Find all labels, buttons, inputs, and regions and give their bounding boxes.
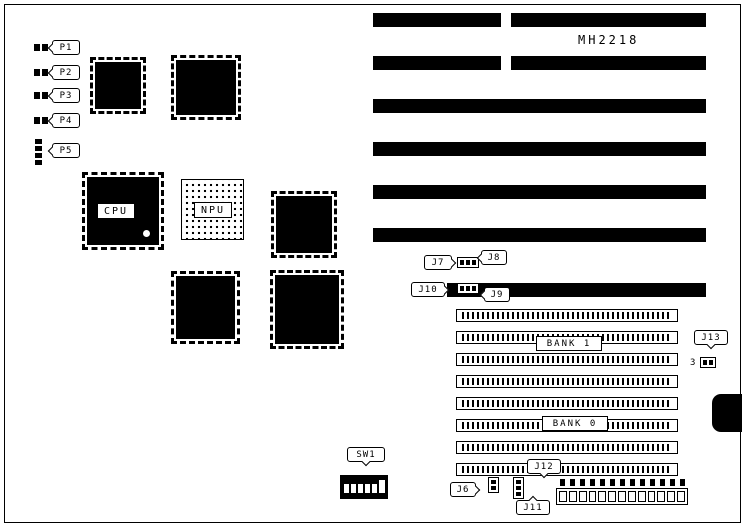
jumper-block-j12 <box>513 477 524 499</box>
jumper-block-j6 <box>488 477 499 493</box>
simm-socket <box>456 375 678 388</box>
p4-header-icon <box>34 117 48 124</box>
ic-chip <box>271 191 337 258</box>
isa-slot <box>373 142 706 156</box>
p3-label: P3 <box>52 88 80 103</box>
jumper-j12-label: J12 <box>527 459 561 474</box>
p1-label: P1 <box>52 40 80 55</box>
npu-label: NPU <box>194 202 232 218</box>
isa-slot <box>373 13 501 27</box>
ic-chip <box>90 57 146 114</box>
bottom-pin-connector <box>556 488 688 505</box>
simm-socket <box>456 309 678 322</box>
npu-socket: NPU <box>181 179 244 240</box>
jumper-block-j9-j10 <box>457 283 479 294</box>
p3-header-icon <box>34 92 48 99</box>
isa-slot <box>373 185 706 199</box>
board-outline <box>4 4 741 523</box>
simm-socket <box>456 397 678 410</box>
isa-slot <box>447 283 706 297</box>
pin-row-ticks <box>560 479 686 486</box>
simm-socket <box>456 353 678 366</box>
isa-slot <box>373 56 501 70</box>
p1-header-icon <box>34 44 48 51</box>
cpu-chip: CPU <box>82 172 164 250</box>
jumper-j6-label: J6 <box>450 482 476 497</box>
isa-slot <box>511 13 706 27</box>
bank1-label: BANK 1 <box>536 336 602 351</box>
jumper-j9-label: J9 <box>484 287 510 302</box>
jumper-block-j7-j8 <box>457 257 479 268</box>
jumper-j11-label: J11 <box>516 500 550 515</box>
cpu-label: CPU <box>97 203 135 219</box>
p2-header-icon <box>34 69 48 76</box>
p5-header-icon <box>35 139 42 165</box>
jumper-j10-label: J10 <box>411 282 445 297</box>
jumper-block-j13 <box>700 357 716 368</box>
ic-chip <box>171 271 240 344</box>
jumper-j8-label: J8 <box>481 250 507 265</box>
ic-chip <box>171 55 241 120</box>
sw1-dip-switch <box>340 475 388 499</box>
simm-socket <box>456 463 678 476</box>
ic-chip <box>270 270 344 349</box>
bank0-label: BANK 0 <box>542 416 608 431</box>
jumper-j13-label: J13 <box>694 330 728 345</box>
simm-socket <box>456 441 678 454</box>
cpu-pin1-dot <box>143 230 150 237</box>
isa-slot <box>511 56 706 70</box>
model-number: MH2218 <box>578 33 640 47</box>
sw1-label: SW1 <box>347 447 385 462</box>
isa-slot <box>373 99 706 113</box>
p2-label: P2 <box>52 65 80 80</box>
keyboard-connector <box>712 394 742 432</box>
jumper-j13-pin3-label: 3 <box>690 358 696 368</box>
p4-label: P4 <box>52 113 80 128</box>
isa-slot <box>373 228 706 242</box>
p5-label: P5 <box>52 143 80 158</box>
jumper-j7-label: J7 <box>424 255 452 270</box>
